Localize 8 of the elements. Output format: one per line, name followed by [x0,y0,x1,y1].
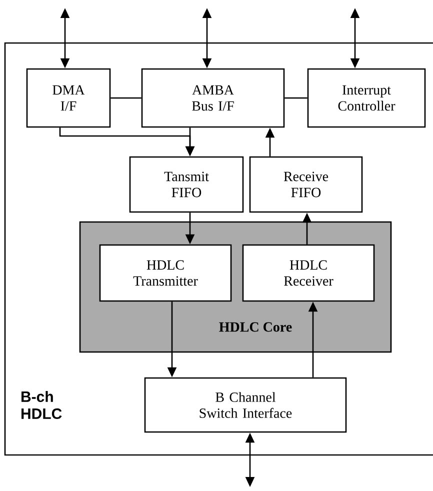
block-box: DMA I/F [26,68,111,128]
block-box: B Channel Switch Interface [144,377,347,433]
block-box: Interrupt Controller [307,68,426,128]
block-box: AMBA Bus I/F [141,68,285,128]
block-box: Tansmit FIFO [129,156,244,213]
block-box: Receive FIFO [249,156,363,213]
block-box: HDLC Receiver [242,244,375,302]
block-box: HDLC Transmitter [99,244,232,302]
